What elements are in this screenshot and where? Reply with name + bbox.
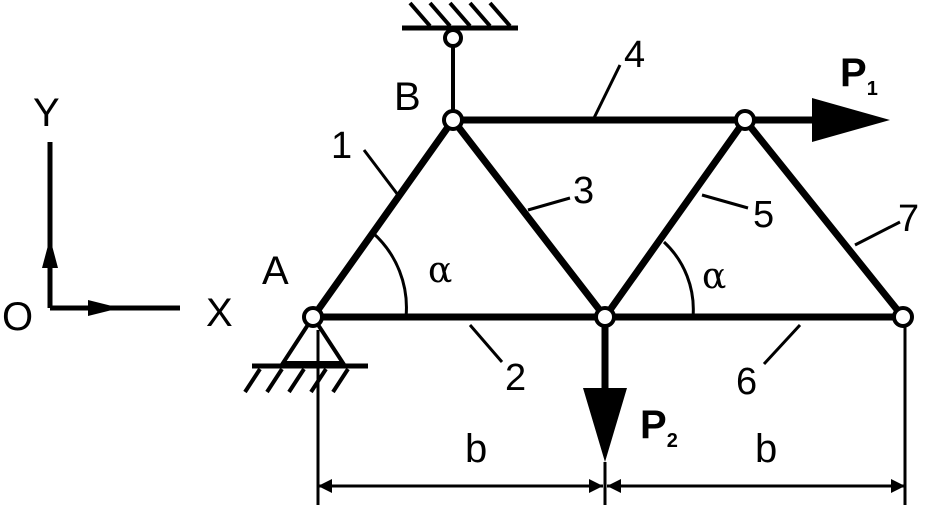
member-leaders [362, 64, 901, 366]
member-3-bar [449, 116, 609, 321]
member-label-2: 2 [505, 357, 526, 399]
member-7-bar [741, 116, 907, 321]
member-1-bar [309, 116, 457, 321]
dimension-label-right: b [755, 427, 777, 471]
truss-members [309, 116, 907, 321]
support-triangle [279, 313, 347, 365]
pin-support-a [243, 313, 368, 394]
dimension-lines [316, 327, 907, 505]
x-axis-arrowhead [88, 300, 120, 316]
y-axis-label: Y [33, 91, 60, 135]
member-label-5: 5 [753, 194, 774, 236]
joint-bottom-right [892, 306, 914, 328]
force-p2 [583, 317, 627, 462]
force-p1-arrowhead [812, 98, 890, 142]
joint-bottom-middle [594, 306, 616, 328]
member-label-6: 6 [736, 361, 757, 403]
y-axis-arrowhead [42, 238, 58, 268]
load-label-p1: P1 [840, 51, 878, 100]
force-p1 [745, 98, 890, 142]
angle-label-left: α [428, 250, 452, 291]
joint-a [302, 306, 324, 328]
joint-b [442, 109, 464, 131]
x-axis-label: X [206, 291, 233, 335]
angle-arc-left [372, 231, 408, 318]
coordinate-axes: Y O X [2, 91, 233, 339]
ceiling-support [402, 1, 518, 120]
member-label-4: 4 [624, 34, 645, 76]
ceiling-pin [443, 28, 463, 48]
node-label-a: A [262, 249, 289, 293]
member-label-7: 7 [898, 198, 919, 240]
member-5-bar [601, 116, 749, 321]
member-label-3: 3 [573, 170, 594, 212]
load-label-p2: P2 [640, 403, 678, 452]
truss-joints [302, 109, 914, 328]
joint-top-right [734, 109, 756, 131]
member-label-1: 1 [331, 125, 352, 167]
origin-label: O [2, 295, 33, 339]
angle-arc-right [662, 240, 695, 318]
force-p2-arrowhead [583, 388, 627, 462]
dimension-label-left: b [465, 427, 487, 471]
node-label-b: B [394, 75, 421, 119]
angle-label-right: α [702, 256, 726, 297]
